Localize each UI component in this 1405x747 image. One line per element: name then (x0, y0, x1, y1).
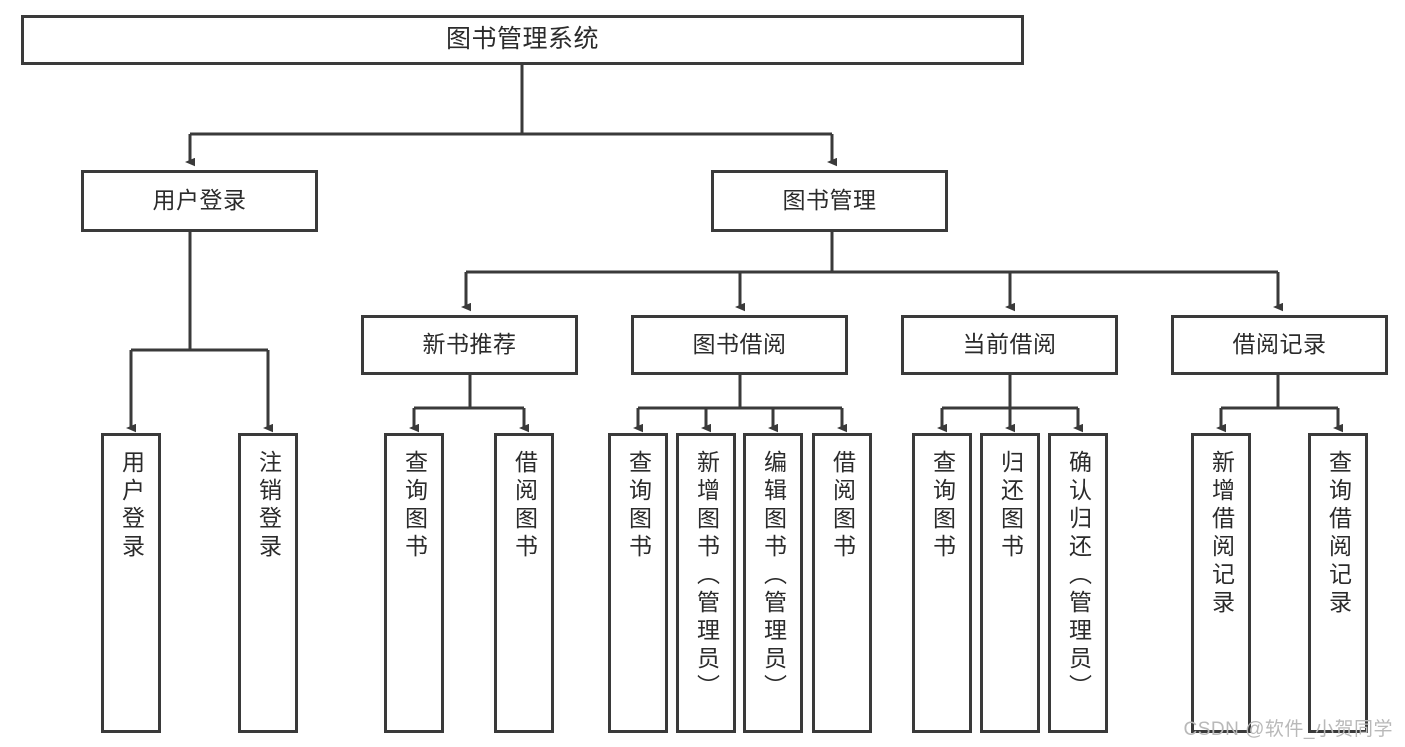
node-new-book-recommend-label: 新书推荐 (422, 331, 517, 358)
node-leaf-user-login[interactable]: 用户登录 (101, 433, 161, 733)
node-leaf-logout-login-label: 注销登录 (255, 450, 282, 562)
watermark: CSDN @软件_小贺同学 (1183, 719, 1393, 740)
node-leaf-logout-login[interactable]: 注销登录 (238, 433, 298, 733)
node-leaf-add-record[interactable]: 新增借阅记录 (1191, 433, 1251, 733)
node-leaf-query-book-2-label: 查询图书 (625, 450, 652, 562)
node-leaf-add-book-label: 新增图书（管理员） (693, 450, 720, 702)
node-leaf-query-record[interactable]: 查询借阅记录 (1308, 433, 1368, 733)
node-root[interactable]: 图书管理系统 (21, 15, 1024, 65)
node-leaf-borrow-book-2[interactable]: 借阅图书 (812, 433, 872, 733)
node-leaf-query-book-1[interactable]: 查询图书 (384, 433, 444, 733)
node-leaf-edit-book[interactable]: 编辑图书（管理员） (743, 433, 803, 733)
node-leaf-borrow-book-1-label: 借阅图书 (511, 450, 538, 562)
node-current-borrow[interactable]: 当前借阅 (901, 315, 1118, 375)
node-leaf-query-book-2[interactable]: 查询图书 (608, 433, 668, 733)
node-leaf-edit-book-label: 编辑图书（管理员） (760, 450, 787, 702)
node-leaf-query-book-3-label: 查询图书 (929, 450, 956, 562)
node-leaf-confirm-return[interactable]: 确认归还（管理员） (1048, 433, 1108, 733)
node-leaf-return-book-label: 归还图书 (997, 450, 1024, 562)
node-leaf-borrow-book-1[interactable]: 借阅图书 (494, 433, 554, 733)
node-leaf-confirm-return-label: 确认归还（管理员） (1065, 450, 1092, 702)
node-leaf-query-book-3[interactable]: 查询图书 (912, 433, 972, 733)
node-leaf-user-login-label: 用户登录 (118, 450, 145, 562)
node-borrow-record[interactable]: 借阅记录 (1171, 315, 1388, 375)
node-leaf-query-book-1-label: 查询图书 (401, 450, 428, 562)
node-book-manage[interactable]: 图书管理 (711, 170, 948, 232)
node-leaf-borrow-book-2-label: 借阅图书 (829, 450, 856, 562)
node-leaf-query-record-label: 查询借阅记录 (1325, 450, 1352, 618)
node-borrow-record-label: 借阅记录 (1232, 331, 1327, 358)
node-leaf-return-book[interactable]: 归还图书 (980, 433, 1040, 733)
node-book-manage-label: 图书管理 (782, 187, 877, 214)
node-book-borrow-label: 图书借阅 (692, 331, 787, 358)
node-user-login[interactable]: 用户登录 (81, 170, 318, 232)
node-leaf-add-book[interactable]: 新增图书（管理员） (676, 433, 736, 733)
node-book-borrow[interactable]: 图书借阅 (631, 315, 848, 375)
node-current-borrow-label: 当前借阅 (962, 331, 1057, 358)
node-leaf-add-record-label: 新增借阅记录 (1208, 450, 1235, 618)
node-user-login-label: 用户登录 (152, 187, 247, 214)
node-new-book-recommend[interactable]: 新书推荐 (361, 315, 578, 375)
node-root-label: 图书管理系统 (445, 25, 599, 54)
